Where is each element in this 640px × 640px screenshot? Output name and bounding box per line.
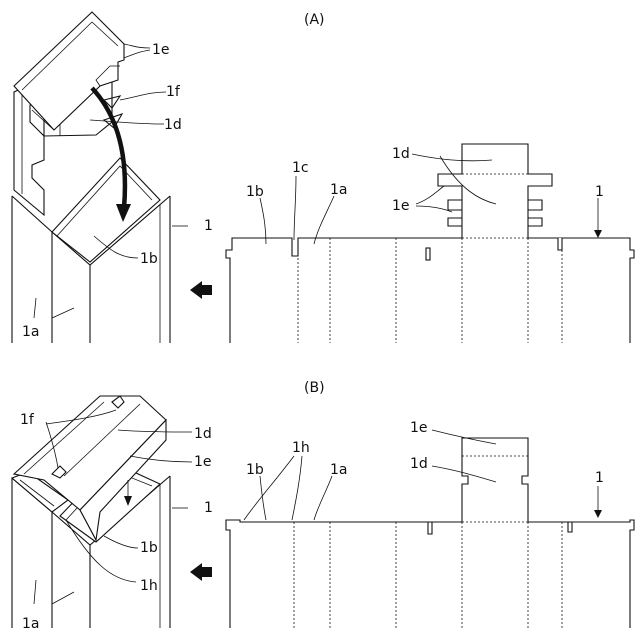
label-a-flat-1d: 1d: [392, 146, 410, 162]
panel-a-heading: (A): [304, 12, 325, 28]
label-a-flat-1c: 1c: [292, 160, 309, 176]
label-a-flat-1a: 1a: [330, 182, 348, 198]
label-a-flat-1e: 1e: [392, 198, 410, 214]
label-a-1d: 1d: [164, 117, 182, 133]
label-b-1f: 1f: [20, 412, 35, 428]
label-b-flat-1d: 1d: [410, 456, 428, 472]
label-a-1b: 1b: [140, 251, 158, 267]
panel-b-flat-layout: [226, 430, 634, 628]
label-b-1h: 1h: [140, 578, 158, 594]
label-a-1e: 1e: [152, 42, 170, 58]
label-b-flat-1: 1: [595, 470, 604, 486]
label-b-1a: 1a: [22, 616, 40, 632]
label-b-flat-1h: 1h: [292, 440, 310, 456]
left-arrow-icon: [190, 563, 212, 581]
panel-a-box-perspective: [12, 12, 188, 343]
panel-b-box-perspective: [12, 396, 192, 628]
panel-a-flat-layout: [226, 144, 634, 343]
label-b-flat-1a: 1a: [330, 462, 348, 478]
label-b-1e: 1e: [194, 454, 212, 470]
label-a-flat-1: 1: [595, 184, 604, 200]
label-b-1b: 1b: [140, 540, 158, 556]
label-a-1: 1: [204, 218, 213, 234]
label-a-1f: 1f: [166, 84, 181, 100]
label-a-1a: 1a: [22, 324, 40, 340]
panel-b-heading: (B): [304, 380, 325, 396]
label-b-flat-1b: 1b: [246, 462, 264, 478]
label-b-1d: 1d: [194, 426, 212, 442]
left-arrow-icon: [190, 281, 212, 299]
label-b-1: 1: [204, 500, 213, 516]
label-b-flat-1e: 1e: [410, 420, 428, 436]
panel-b: (B): [12, 380, 634, 632]
label-a-flat-1b: 1b: [246, 184, 264, 200]
panel-a: (A): [12, 12, 634, 343]
